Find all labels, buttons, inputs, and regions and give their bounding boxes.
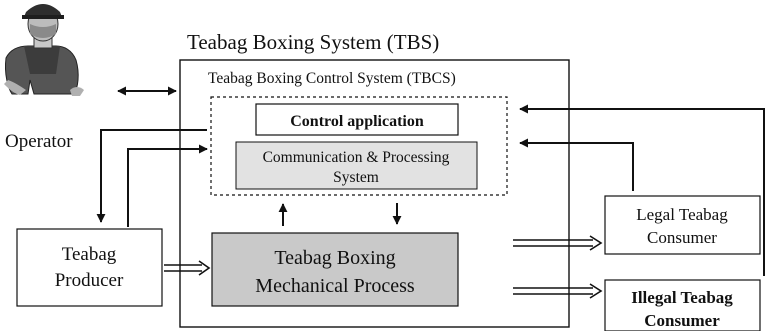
- mech-to-legal-arrow: [513, 235, 603, 251]
- illegal-consumer-box: [604, 279, 761, 331]
- legal-to-tbcs-arrow: [519, 138, 634, 191]
- illegal-consumer-label-1: Illegal Teabag: [631, 288, 733, 307]
- legal-consumer-box: [604, 195, 761, 255]
- producer-to-mech-arrow: [164, 260, 211, 276]
- producer-label-1: Teabag: [62, 244, 117, 265]
- worker-figure-icon: [4, 4, 84, 96]
- mechanical-process-box: [211, 232, 459, 307]
- control-to-producer-arrow: [96, 129, 207, 223]
- mechanical-process-label-1: Teabag Boxing: [274, 247, 395, 269]
- control-application-label: Control application: [290, 113, 424, 130]
- producer-label-2: Producer: [55, 270, 124, 291]
- tbs-title: Teabag Boxing System (TBS): [187, 30, 439, 54]
- legal-consumer-label-1: Legal Teabag: [636, 205, 728, 224]
- tbs-boundary: [179, 59, 570, 328]
- mech-to-illegal-arrow: [513, 283, 603, 299]
- comm-processing-box: [235, 141, 478, 190]
- producer-to-comm-arrow: [127, 144, 208, 227]
- illegal-to-tbcs-arrow: [519, 104, 765, 276]
- illegal-consumer-label-2: Consumer: [644, 311, 720, 330]
- comm-processing-label-2: System: [333, 169, 379, 186]
- producer-box: [16, 228, 163, 307]
- comm-processing-label-1: Communication & Processing: [263, 149, 450, 166]
- operator-label: Operator: [5, 131, 73, 152]
- mechanical-process-label-2: Mechanical Process: [255, 275, 415, 297]
- control-application-box: [255, 103, 459, 136]
- tbcs-title: Teabag Boxing Control System (TBCS): [208, 70, 456, 87]
- tbcs-boundary: [210, 96, 508, 196]
- legal-consumer-label-2: Consumer: [647, 228, 717, 247]
